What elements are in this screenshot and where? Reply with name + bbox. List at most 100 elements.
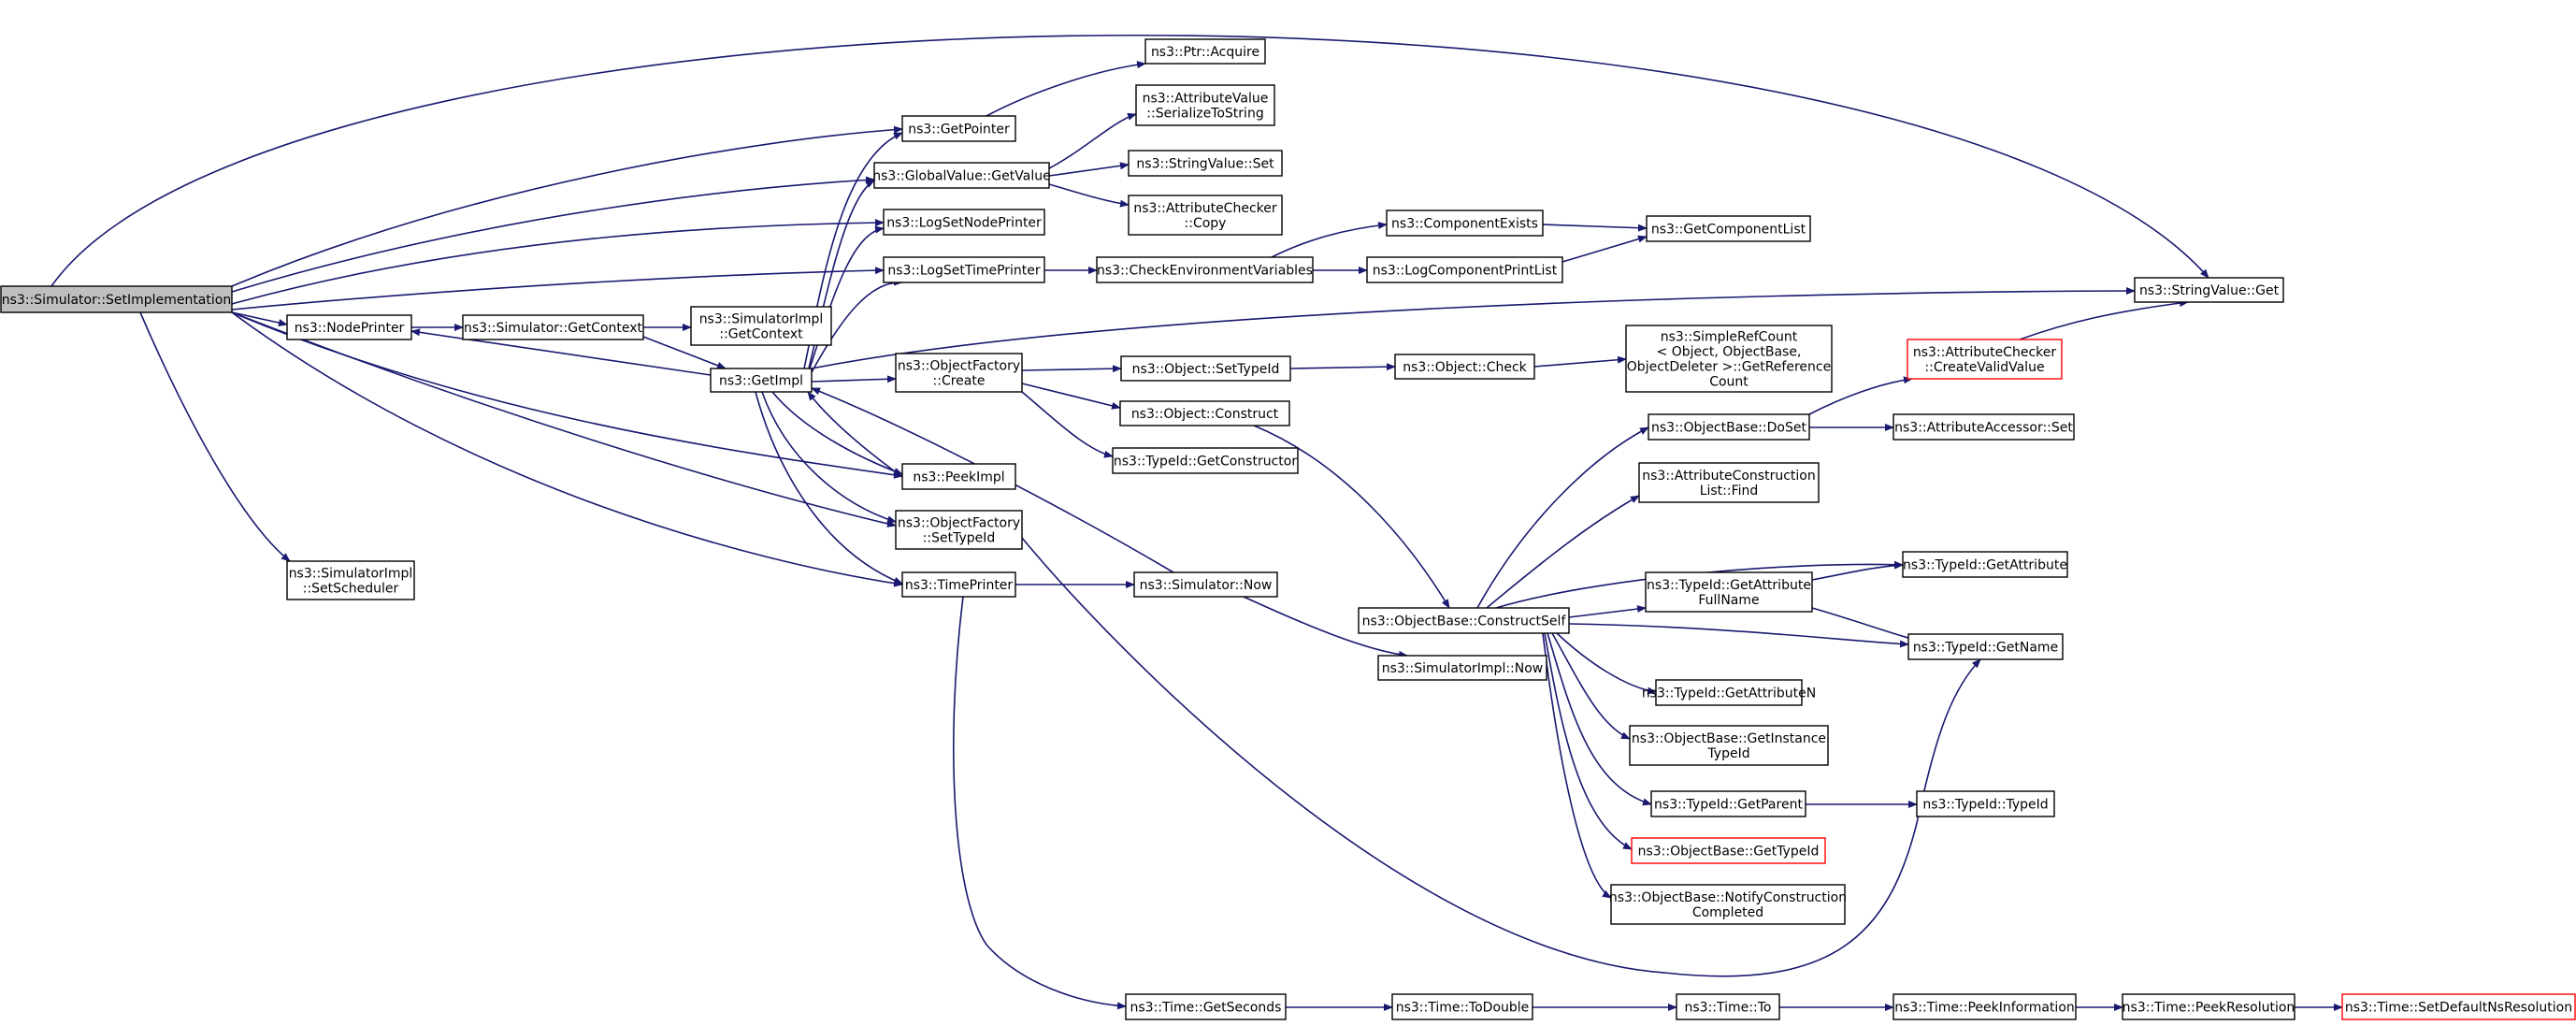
- node-simgetcontext[interactable]: ns3::Simulator::GetContext: [462, 314, 644, 340]
- node-label: ns3::TypeId::GetAttribute: [1903, 558, 2067, 573]
- node-timeprinter[interactable]: ns3::TimePrinter: [901, 571, 1016, 598]
- node-obnotify[interactable]: ns3::ObjectBase::NotifyConstructionCompl…: [1609, 884, 1847, 925]
- node-label: ObjectDeleter >::GetReference: [1627, 360, 1831, 375]
- node-box: [1648, 413, 1810, 441]
- node-accreatevalid[interactable]: ns3::AttributeChecker::CreateValidValue: [1907, 339, 2063, 380]
- call-edge: [1048, 112, 1137, 169]
- node-globalvalue[interactable]: ns3::GlobalValue::GetValue: [872, 162, 1051, 189]
- node-box: [1650, 790, 1806, 817]
- node-obconstructself[interactable]: ns3::ObjectBase::ConstructSelf: [1358, 607, 1570, 634]
- call-edge: [771, 391, 903, 475]
- node-label: ns3::SimulatorImpl: [289, 567, 413, 582]
- node-stringvalueget[interactable]: ns3::StringValue::Get: [2134, 277, 2284, 303]
- node-label: ::SerializeToString: [1146, 107, 1263, 122]
- node-ofsettypeid[interactable]: ns3::ObjectFactory::SetTypeId: [895, 510, 1023, 550]
- node-timepeekres[interactable]: ns3::Time::PeekResolution: [2122, 993, 2295, 1020]
- call-edge: [1808, 376, 1913, 415]
- node-objcheck[interactable]: ns3::Object::Check: [1394, 354, 1535, 380]
- node-peekimpl[interactable]: ns3::PeekImpl: [901, 463, 1016, 490]
- call-edge: [811, 287, 2136, 369]
- node-label: ns3::Ptr::Acquire: [1151, 45, 1259, 60]
- node-label: ns3::GlobalValue::GetValue: [872, 169, 1050, 184]
- node-label: ns3::TimePrinter: [905, 578, 1014, 593]
- node-label: ns3::ComponentExists: [1391, 217, 1538, 232]
- node-getcomplist[interactable]: ns3::GetComponentList: [1646, 215, 1811, 242]
- node-box: [1358, 607, 1570, 634]
- node-box: [1907, 339, 2063, 380]
- call-edge: [231, 176, 875, 293]
- node-label: ns3::ObjectBase::NotifyConstruction: [1609, 890, 1847, 905]
- node-avserialize[interactable]: ns3::AttributeValue::SerializeToString: [1135, 84, 1275, 126]
- node-label: ns3::TypeId::GetAttribute: [1647, 578, 1811, 593]
- node-box: [1646, 215, 1811, 242]
- node-label: ns3::StringValue::Set: [1136, 157, 1274, 172]
- node-checkenv[interactable]: ns3::CheckEnvironmentVariables: [1096, 256, 1314, 283]
- call-edge: [1568, 623, 1909, 648]
- node-stringvalueset[interactable]: ns3::StringValue::Set: [1128, 150, 1283, 177]
- node-label: ns3::AttributeChecker: [1913, 345, 2057, 360]
- node-box: [1610, 884, 1846, 925]
- node-simimplnow[interactable]: ns3::SimulatorImpl::Now: [1377, 655, 1547, 681]
- node-box: [1629, 725, 1829, 766]
- call-edge: [1476, 426, 1649, 609]
- node-typeidgetctor[interactable]: ns3::TypeId::GetConstructor: [1112, 447, 1299, 474]
- call-edge: [231, 311, 288, 326]
- call-edge: [1243, 596, 1408, 658]
- node-label: ::Copy: [1185, 216, 1227, 231]
- call-edge: [1542, 632, 1612, 899]
- node-box: [883, 209, 1045, 236]
- node-timetodouble[interactable]: ns3::Time::ToDouble: [1391, 993, 1533, 1020]
- node-typeidtypeid[interactable]: ns3::TypeId::TypeId: [1916, 790, 2055, 817]
- node-typeidgetname[interactable]: ns3::TypeId::GetName: [1907, 633, 2064, 660]
- node-nodeprinter[interactable]: ns3::NodePrinter: [286, 314, 412, 340]
- node-simscheduler[interactable]: ns3::SimulatorImpl::SetScheduler: [286, 560, 415, 600]
- node-box: [895, 510, 1023, 550]
- node-label: FullName: [1698, 593, 1759, 608]
- node-box: [462, 314, 644, 340]
- node-label: ns3::TypeId::GetParent: [1654, 798, 1803, 813]
- node-label: ns3::Time::SetDefaultNsResolution: [2345, 1001, 2572, 1016]
- node-timeto[interactable]: ns3::Time::To: [1676, 993, 1780, 1020]
- call-edges: [50, 35, 2343, 1011]
- node-obdoset[interactable]: ns3::ObjectBase::DoSet: [1648, 413, 1810, 441]
- node-getimpl[interactable]: ns3::GetImpl: [710, 368, 813, 393]
- node-label: ns3::Object::Construct: [1131, 407, 1279, 422]
- node-box: [901, 463, 1016, 490]
- node-ofcreate[interactable]: ns3::ObjectFactory::Create: [895, 353, 1023, 393]
- node-aaset[interactable]: ns3::AttributeAccessor::Set: [1892, 413, 2075, 441]
- call-edge: [1811, 561, 1904, 581]
- node-label: ns3::ObjectFactory: [898, 359, 1020, 374]
- node-label: ns3::AttributeAccessor::Set: [1894, 421, 2073, 436]
- node-timegetseconds[interactable]: ns3::Time::GetSeconds: [1125, 993, 1287, 1020]
- node-compexists[interactable]: ns3::ComponentExists: [1386, 210, 1544, 237]
- node-getpointer[interactable]: ns3::GetPointer: [901, 115, 1016, 142]
- node-typeidgetattr[interactable]: ns3::TypeId::GetAttribute: [1902, 551, 2068, 578]
- node-objsettypeid[interactable]: ns3::Object::SetTypeId: [1120, 355, 1291, 382]
- node-timesetdefault[interactable]: ns3::Time::SetDefaultNsResolution: [2341, 993, 2576, 1020]
- node-timepeekinfo[interactable]: ns3::Time::PeekInformation: [1892, 993, 2077, 1020]
- node-typeidgetattrn[interactable]: ns3::TypeId::GetAttributeN: [1642, 679, 1816, 706]
- node-box: [1631, 837, 1826, 864]
- node-simplerefcount[interactable]: ns3::SimpleRefCount< Object, ObjectBase,…: [1625, 325, 1833, 393]
- node-logcompprint[interactable]: ns3::LogComponentPrintList: [1366, 256, 1563, 283]
- node-label: ns3::SimulatorImpl: [699, 312, 824, 327]
- node-label: ns3::TypeId::TypeId: [1922, 798, 2048, 813]
- node-logsetnode[interactable]: ns3::LogSetNodePrinter: [883, 209, 1045, 236]
- node-objconstruct[interactable]: ns3::Object::Construct: [1119, 400, 1290, 426]
- call-edge: [50, 35, 2209, 287]
- node-box: [1916, 790, 2055, 817]
- node-setimpl[interactable]: ns3::Simulator::SetImplementation: [0, 285, 233, 313]
- node-obgettypeid[interactable]: ns3::ObjectBase::GetTypeId: [1631, 837, 1826, 864]
- node-box: [2122, 993, 2295, 1020]
- node-accopy[interactable]: ns3::AttributeChecker::Copy: [1128, 195, 1283, 236]
- node-simimplgetcontext[interactable]: ns3::SimulatorImpl::GetContext: [690, 306, 832, 346]
- node-logsettime[interactable]: ns3::LogSetTimePrinter: [883, 256, 1045, 283]
- node-simnow[interactable]: ns3::Simulator::Now: [1133, 571, 1278, 598]
- node-typeidgetparent[interactable]: ns3::TypeId::GetParent: [1650, 790, 1806, 817]
- node-label: < Object, ObjectBase,: [1657, 345, 1802, 360]
- node-box: [1676, 993, 1780, 1020]
- node-ptracquire[interactable]: ns3::Ptr::Acquire: [1144, 38, 1266, 65]
